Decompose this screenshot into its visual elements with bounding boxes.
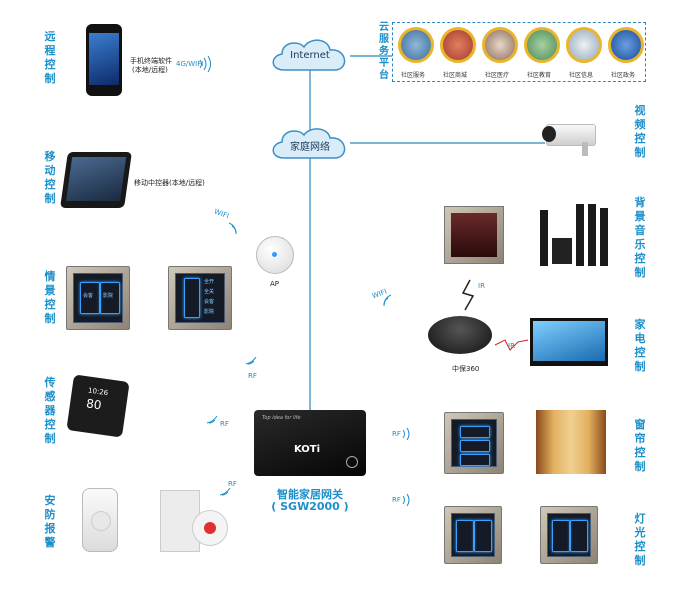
phone-caption-1: 手机终端软件 (130, 57, 172, 65)
scene-panel-right: 全开 全关 会客 影院 (168, 266, 232, 330)
internet-label: Internet (290, 50, 330, 61)
label-mobile-control: 移动控制 (44, 150, 56, 205)
cloud-service-5: 社区政务 (610, 72, 635, 79)
rf-tag-curtain: RF (392, 430, 401, 438)
smartphone-icon (86, 24, 122, 96)
label-cloud-platform: 云服务平台 (379, 22, 389, 81)
speaker-system-icon (532, 202, 608, 270)
rf-tag-sensor: RF (220, 420, 229, 428)
community-education-icon (524, 27, 560, 63)
gateway-model: ( SGW2000 ) (271, 500, 349, 513)
emergency-button-icon (156, 490, 230, 554)
sensor-device-icon: 10:26 80 (66, 374, 130, 438)
ir-tag-music: IR (478, 282, 485, 290)
tv-icon (530, 318, 608, 366)
label-security-alarm: 安防报警 (44, 494, 56, 549)
home-network-label: 家庭网络 (290, 142, 330, 153)
rf-tag-lighting: RF (392, 496, 401, 504)
gateway-slogan: Top idea for life (262, 415, 301, 421)
hub-label: 中保360 (452, 365, 480, 373)
sensor-time: 10:26 (87, 386, 109, 398)
gateway-title: 智能家居网关 (277, 488, 343, 501)
tablet-icon (60, 152, 132, 208)
label-music-control: 背景音乐控制 (634, 196, 646, 279)
internet-cloud-icon (272, 39, 346, 71)
cloud-service-3: 社区教育 (526, 72, 551, 79)
scene-btn-label: 全关 (204, 289, 215, 295)
scene-btn-label: 全开 (204, 279, 215, 285)
label-curtain-control: 窗帘控制 (634, 418, 646, 473)
scene-btn-label: 影院 (103, 293, 114, 299)
ir-red-wire (494, 339, 529, 351)
gateway-device-icon: Top idea for life KOTi (254, 410, 366, 476)
cloud-service-4: 社区信息 (568, 72, 593, 79)
cloud-service-1: 社区商城 (442, 72, 467, 79)
label-sensor-control: 传感器控制 (44, 376, 56, 445)
label-appliance-control: 家电控制 (634, 318, 646, 373)
camera-icon (542, 118, 606, 158)
music-panel-icon (444, 206, 504, 264)
ir-tag-appliance: IR (508, 342, 515, 350)
community-government-icon (608, 27, 644, 63)
label-remote-control: 远程控制 (44, 30, 56, 85)
rf-tag-scene: RF (248, 372, 257, 380)
curtain-photo-icon (536, 410, 606, 474)
scene-btn-label: 会客 (83, 293, 94, 299)
label-video-control: 视频控制 (634, 104, 646, 159)
scene-btn-label: 影院 (204, 309, 215, 315)
rf-tag-security: RF (228, 480, 237, 488)
cloud-services-box (392, 22, 646, 82)
cloud-service-2: 社区医疗 (484, 72, 509, 79)
access-point-icon (256, 236, 294, 274)
phone-link-label: 4G/WIFI (176, 60, 204, 68)
community-medical-icon (482, 27, 518, 63)
gateway-brand: KOTi (294, 444, 321, 455)
home-network-cloud-icon (272, 128, 346, 159)
scene-panel-left: 会客 影院 (66, 266, 130, 330)
community-mall-icon (440, 27, 476, 63)
community-info-icon (566, 27, 602, 63)
ap-label: AP (270, 280, 280, 288)
curtain-panel-icon (444, 412, 504, 474)
light-panel-right (540, 506, 598, 564)
alarm-device-icon (82, 488, 118, 552)
label-scene-control: 情景控制 (44, 270, 56, 325)
cloud-service-icons (392, 22, 644, 80)
ir-bolt-line (461, 279, 475, 311)
light-panel-left (444, 506, 502, 564)
phone-caption-2: (本地/远程) (132, 66, 168, 74)
community-service-icon (398, 27, 434, 63)
sensor-value: 80 (85, 396, 103, 413)
label-lighting-control: 灯光控制 (634, 512, 646, 567)
tablet-caption: 移动中控器(本地/远程) (134, 179, 205, 187)
ir-hub-icon (428, 316, 492, 354)
scene-btn-label: 会客 (204, 299, 215, 305)
cloud-service-0: 社区服务 (400, 72, 425, 79)
